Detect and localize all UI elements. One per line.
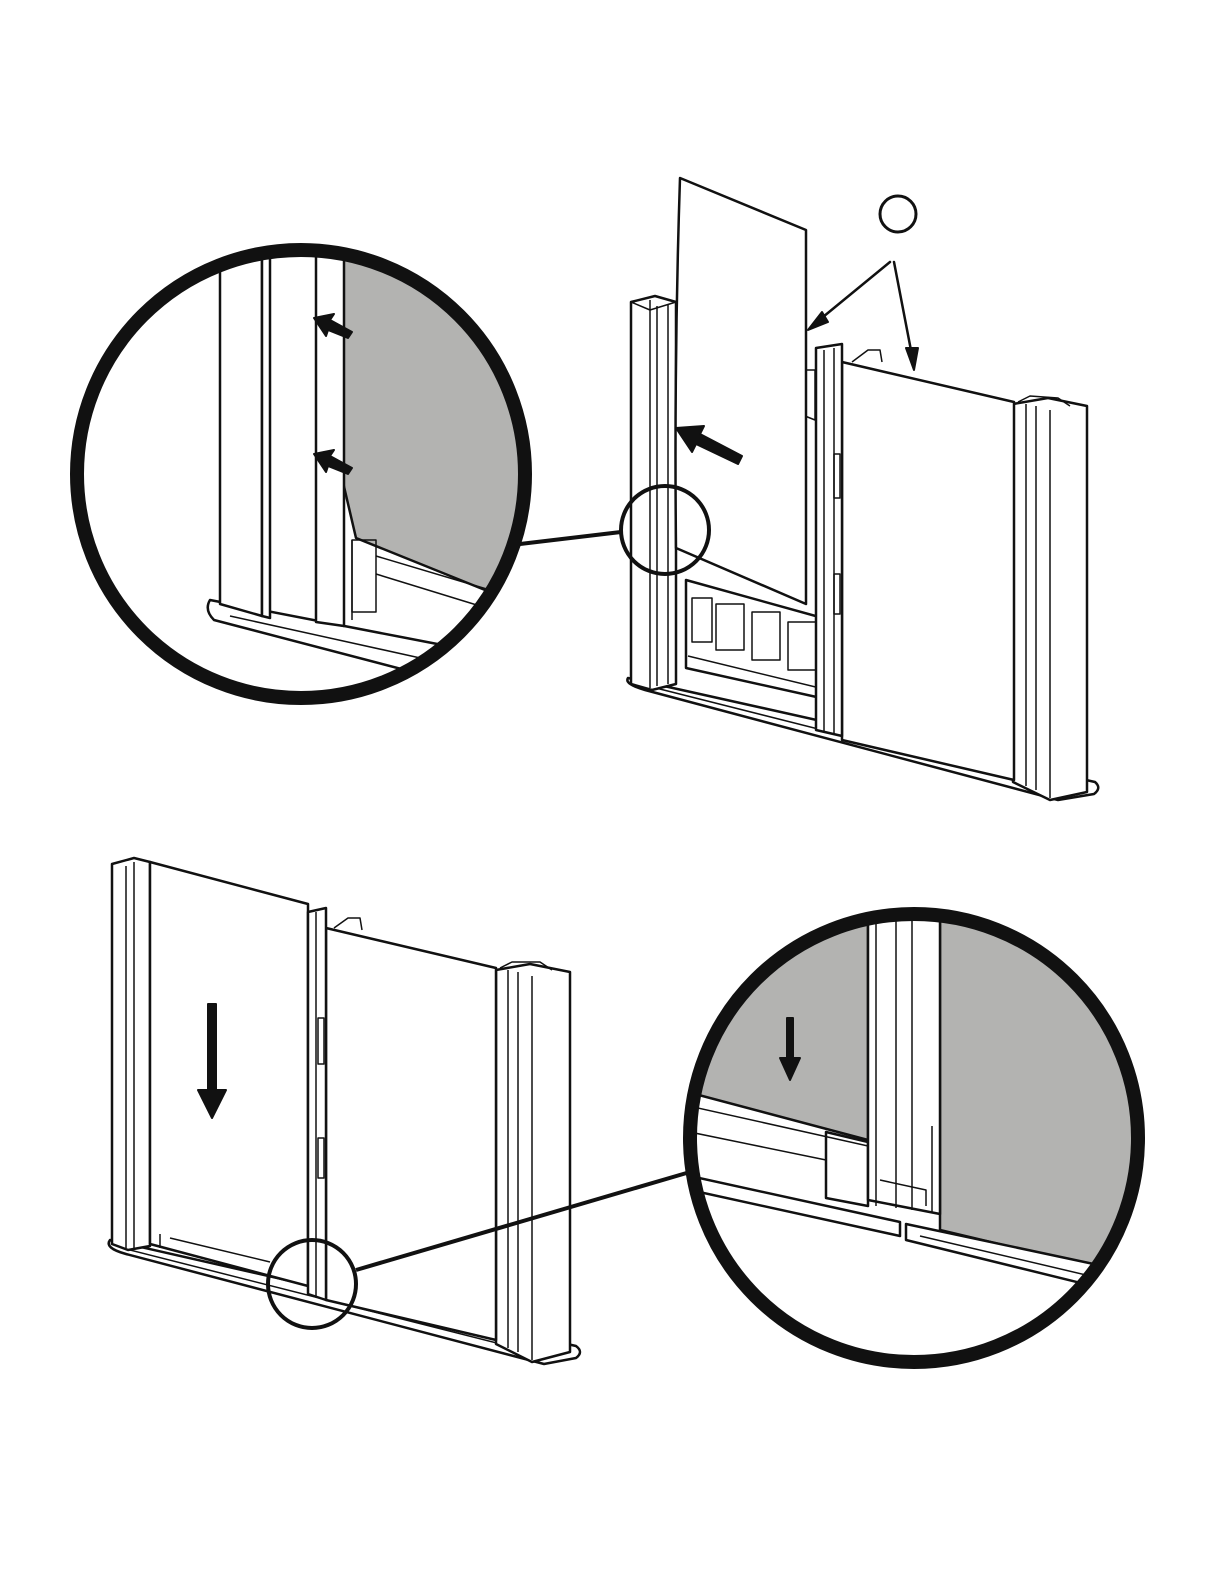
bottom-sliding-panel [150, 862, 308, 1286]
top-center-post [816, 344, 842, 736]
top-inserting-panel [676, 178, 807, 604]
top-assembly [520, 178, 1098, 800]
bottom-assembly [109, 858, 690, 1364]
top-detail-leader [520, 532, 621, 544]
bottom-installed-panel [326, 928, 496, 1340]
callout-ring-icon [880, 196, 916, 232]
top-end-post [1013, 396, 1087, 800]
bottom-end-post [496, 962, 570, 1362]
top-installed-panel [842, 362, 1014, 780]
bottom-magnified-detail [680, 910, 1150, 1380]
bottom-left-post [112, 858, 150, 1250]
top-magnified-detail [60, 240, 540, 720]
